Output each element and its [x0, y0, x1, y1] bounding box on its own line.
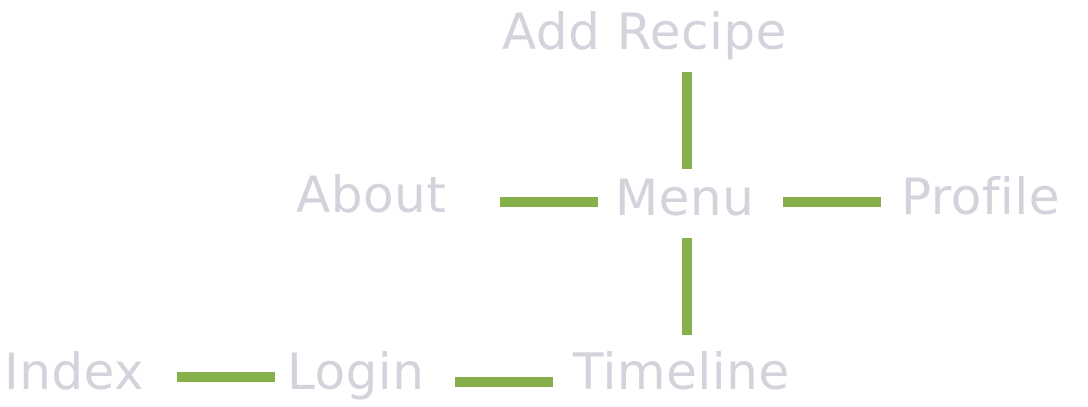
- node-timeline: Timeline: [573, 343, 790, 401]
- edge-index-login: [177, 372, 275, 382]
- edge-menu-timeline: [682, 238, 692, 335]
- edge-menu-add-recipe: [682, 72, 692, 169]
- node-profile: Profile: [901, 168, 1060, 226]
- node-login: Login: [287, 343, 425, 401]
- edge-menu-profile: [783, 197, 881, 207]
- edge-login-timeline: [455, 377, 553, 387]
- node-add-recipe: Add Recipe: [502, 3, 787, 61]
- node-menu: Menu: [615, 169, 755, 227]
- node-about: About: [296, 166, 447, 224]
- edge-about-menu: [500, 197, 598, 207]
- node-index: Index: [4, 343, 145, 401]
